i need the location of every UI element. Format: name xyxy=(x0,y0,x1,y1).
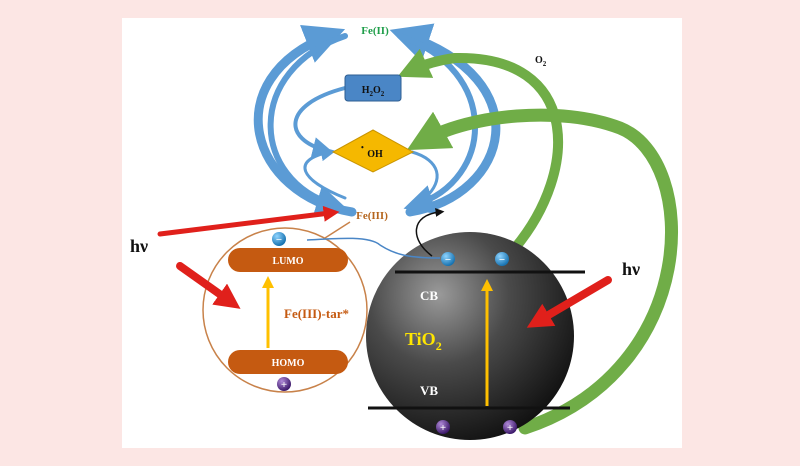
h2o2-label: H2O2 xyxy=(362,85,385,98)
blue-arrow-oh-right xyxy=(410,150,439,200)
svg-text:+: + xyxy=(507,422,513,434)
hole-icon: + xyxy=(436,420,450,434)
black-arrow-cb-to-fe3 xyxy=(415,207,445,257)
hv-right-label: hν xyxy=(622,259,640,279)
hv-left-label: hν xyxy=(130,236,148,256)
blue-arrow-h2o2-to-oh xyxy=(293,86,347,157)
red-arrow-to-fe3 xyxy=(157,205,340,237)
oh-radical-dot: • xyxy=(361,143,364,152)
svg-text:−: − xyxy=(445,254,451,266)
electron-icon: − xyxy=(441,252,455,266)
fe3-label: Fe(III) xyxy=(356,210,388,222)
homo-bar xyxy=(228,350,348,374)
electron-transfer-line xyxy=(306,237,441,259)
green-arrow-electron-to-o2 xyxy=(397,48,564,253)
oh-radical-diamond: • OH xyxy=(331,129,415,173)
h2o2-box: H2O2 xyxy=(344,74,402,102)
electron-icon: − xyxy=(272,232,286,246)
homo-label: HOMO xyxy=(272,358,305,369)
green-arrow-hole-to-oh xyxy=(406,108,679,435)
hole-icon: + xyxy=(503,420,517,434)
light-arrows xyxy=(157,205,612,328)
green-arrows xyxy=(397,48,679,435)
fe2-label: Fe(II) xyxy=(361,25,389,37)
cb-label: CB xyxy=(420,288,438,303)
svg-text:−: − xyxy=(499,254,505,266)
electron-icon: − xyxy=(495,252,509,266)
svg-text:+: + xyxy=(281,379,287,391)
o2-label: O2 xyxy=(535,55,547,68)
tio2-particle: CB VB TiO2 xyxy=(366,232,585,440)
fe-tartrate-complex: LUMO HOMO Fe(III)-tar* xyxy=(202,221,368,393)
blue-arrow-fe3-to-oh xyxy=(303,146,347,200)
blue-arrow-inner-left xyxy=(267,33,348,215)
complex-label: Fe(III)-tar* xyxy=(284,306,349,321)
svg-text:+: + xyxy=(440,422,446,434)
red-arrow-to-complex xyxy=(176,262,241,309)
svg-text:−: − xyxy=(276,234,282,246)
lumo-label: LUMO xyxy=(272,256,303,267)
vb-label: VB xyxy=(420,383,438,398)
oh-label: OH xyxy=(367,149,383,160)
red-arrow-to-tio2 xyxy=(526,276,612,328)
hole-icon: + xyxy=(277,377,291,391)
tio2-label: TiO2 xyxy=(405,329,442,353)
tio2-sphere xyxy=(366,232,574,440)
lumo-bar xyxy=(228,248,348,272)
